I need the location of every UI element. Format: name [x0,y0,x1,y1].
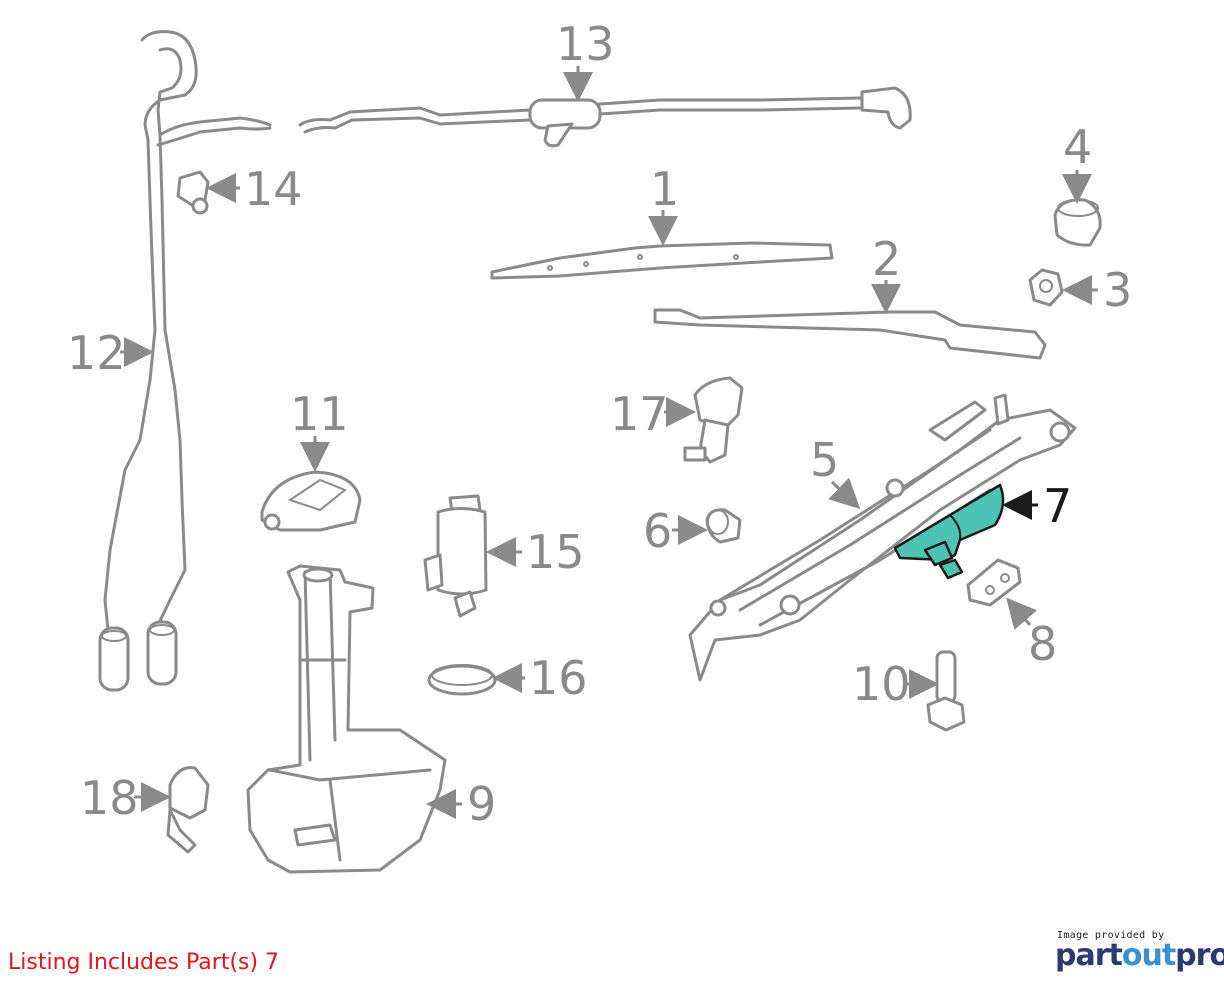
callout-label-12: 12 [67,326,126,380]
part-8-bushing [966,558,1022,607]
part-3-nut [1028,268,1064,307]
part-15-washer-pump [423,494,488,618]
callout-7: 7 [1002,479,1072,533]
part-18-clip [166,766,210,854]
callout-11: 11 [290,387,349,472]
callout-label-14: 14 [244,162,303,216]
part-9-washer-reservoir [246,564,447,874]
callout-15: 15 [486,525,585,579]
callout-label-18: 18 [80,771,139,825]
callout-12: 12 [67,326,154,380]
callout-17: 17 [610,387,696,441]
part-2-wiper-arm [653,308,1047,360]
callout-5: 5 [810,433,861,510]
callout-label-17: 17 [610,387,669,441]
logo-part-3: pro [1175,938,1224,973]
callout-2: 2 [871,232,901,314]
callout-label-8: 8 [1028,617,1057,671]
callout-4: 4 [1062,120,1092,204]
part-13-washer-hose [298,86,912,148]
callout-8: 8 [1006,597,1057,671]
callout-label-7: 7 [1043,479,1072,533]
callout-label-15: 15 [526,525,585,579]
callout-3: 3 [1062,263,1132,317]
partoutpro-logo: partoutpro [1055,938,1224,973]
part-16-seal [427,664,497,696]
callout-18: 18 [80,771,171,825]
callout-label-13: 13 [556,17,615,71]
callout-label-6: 6 [643,504,672,558]
callout-label-11: 11 [290,387,349,441]
callout-label-16: 16 [529,651,588,705]
part-1-wiper-blade [490,241,834,280]
part-10-bolt [926,650,966,732]
callout-label-5: 5 [810,433,839,487]
callout-label-1: 1 [650,162,679,216]
callout-9: 9 [426,777,496,831]
logo-part-1: part [1055,938,1123,973]
part-7-wiper-motor [893,483,1005,580]
part-17-washer-nozzle [683,376,744,464]
callout-label-4: 4 [1063,120,1092,174]
callout-label-10: 10 [852,657,911,711]
part-5-wiper-linkage [688,393,1077,682]
listing-note: Listing Includes Part(s) 7 [8,950,280,975]
credit-caption: Image provided by [1057,930,1165,941]
callout-6: 6 [643,504,708,558]
part-11-reservoir-cap [260,470,362,532]
callout-label-2: 2 [872,232,901,286]
part-14-clip [176,170,210,215]
callout-label-9: 9 [467,777,496,831]
part-6-grommet [705,508,742,544]
parts-diagram: 1 2 3 4 5 6 7 8 9 10 11 12 [67,17,1132,874]
callout-label-3: 3 [1103,263,1132,317]
callout-1: 1 [648,162,679,246]
callout-16: 16 [492,651,588,705]
image-credit: Image provided by partoutpro [1055,930,1224,973]
callout-13: 13 [556,17,615,102]
part-12-washer-hose [98,30,272,692]
callout-10: 10 [852,657,939,711]
logo-part-2: out [1121,938,1176,973]
part-4-cap [1053,198,1102,247]
callout-14: 14 [206,162,303,216]
